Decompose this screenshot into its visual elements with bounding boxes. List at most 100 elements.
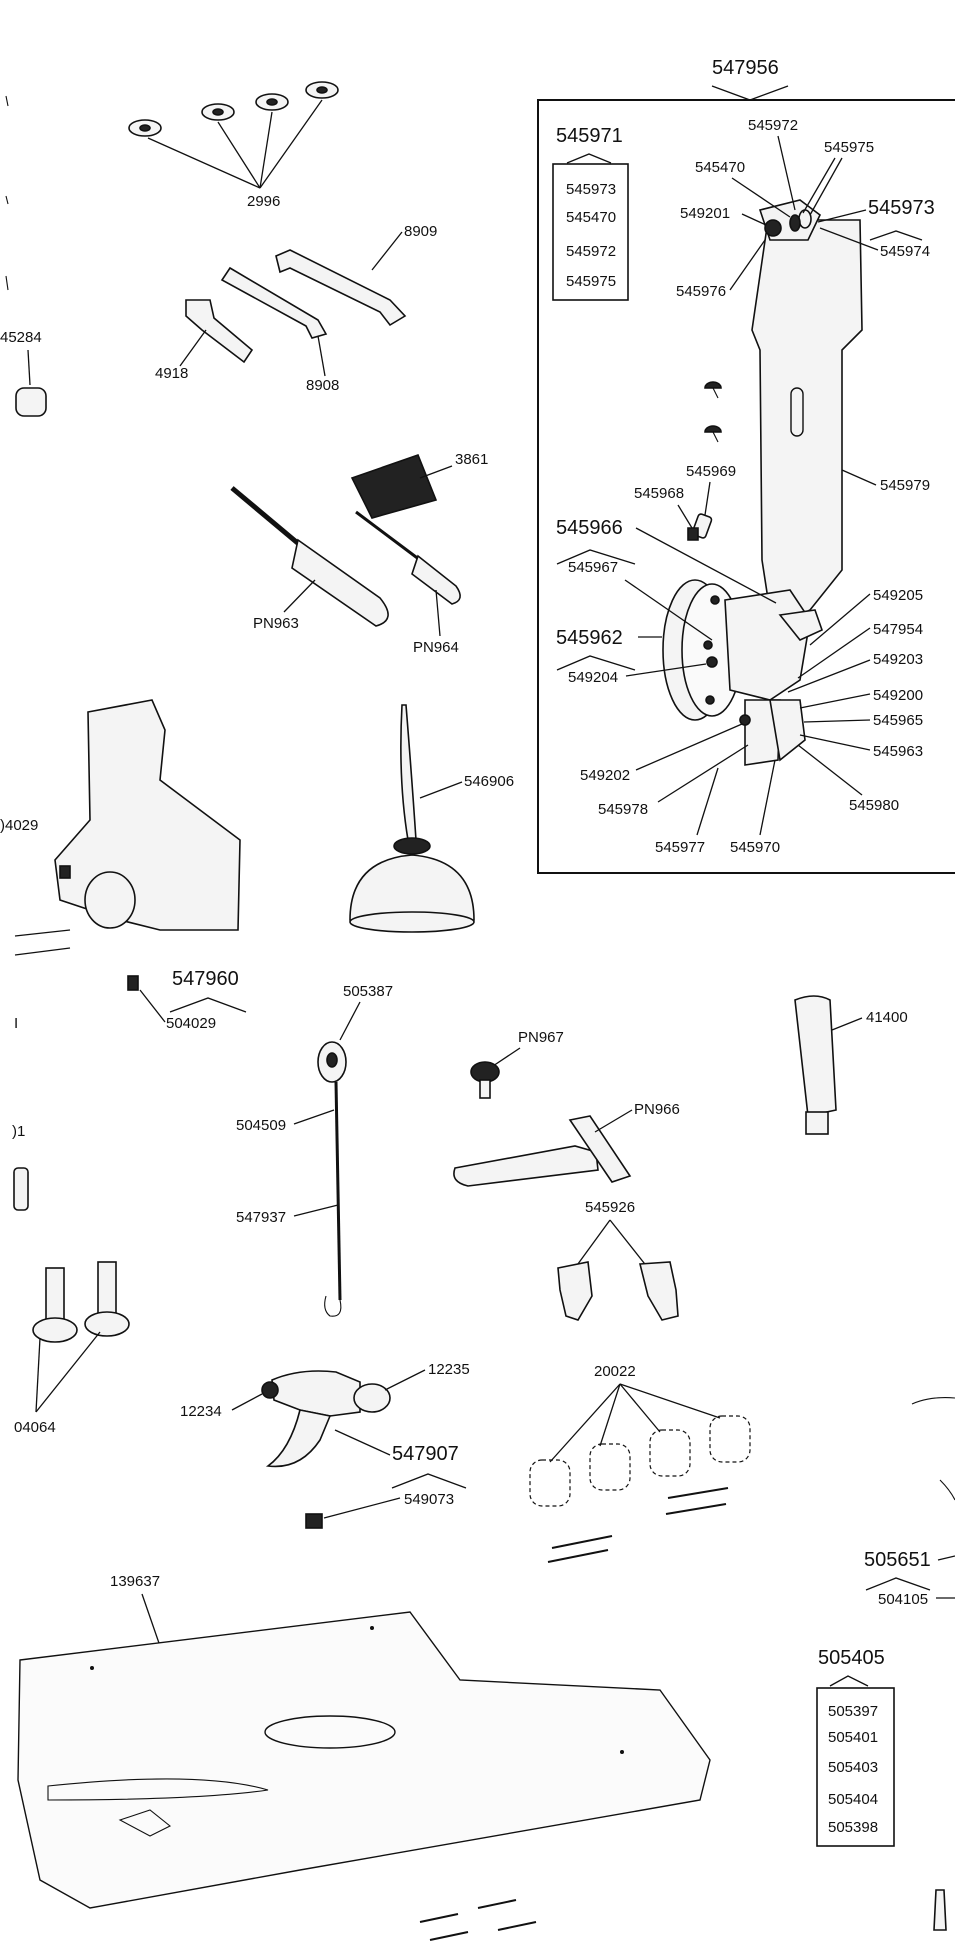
part-41400-tip [805, 1111, 829, 1135]
leader-545975-b [809, 157, 843, 216]
leader-504509 [293, 1109, 335, 1125]
leader-505387 [339, 1001, 361, 1041]
label-545973-part: 545973 [868, 197, 935, 219]
wood-screw [933, 1889, 947, 1931]
needle-2 [547, 1549, 609, 1563]
label-549204: 549204 [568, 669, 618, 686]
leader-546906 [419, 781, 463, 799]
leader-8909 [371, 231, 403, 271]
caret-505651 [865, 1577, 931, 1591]
ruffler-foot [744, 699, 781, 766]
label-04064: 04064 [14, 1419, 56, 1436]
label-545976: 545976 [676, 283, 726, 300]
kit-505405-box [816, 1687, 895, 1847]
caret-545962 [556, 655, 636, 671]
leader-pn963 [283, 579, 316, 613]
kit-545971-box [552, 163, 629, 301]
label-505397: 505397 [828, 1703, 878, 1720]
label-4918: 4918 [155, 365, 188, 382]
label-545968: 545968 [634, 485, 684, 502]
part-545926-b [638, 1261, 679, 1321]
screw-b-shank [712, 431, 719, 443]
label-547956: 547956 [712, 57, 779, 79]
part-41400-body [794, 995, 837, 1117]
bracket-pn966 [453, 1145, 599, 1187]
label-545977: 545977 [655, 839, 705, 856]
leader-2996-d [259, 99, 323, 189]
part-547907-body [271, 1370, 361, 1417]
label-04029-left: )4029 [0, 817, 38, 834]
label-20022: 20022 [594, 1363, 636, 1380]
label-505398: 505398 [828, 1819, 878, 1836]
assembly-caret [711, 85, 789, 101]
label-45284: 45284 [0, 329, 42, 346]
screw-12234 [261, 1381, 279, 1399]
leader-549202 [635, 723, 743, 771]
screws-04064: 04064 [14, 1261, 130, 1436]
screw-04064-a-head [32, 1317, 78, 1343]
label-545971: 545971 [556, 125, 623, 147]
label-549203: 549203 [873, 651, 923, 668]
bracket-pn966-arm [568, 1115, 632, 1183]
label-545979: 545979 [880, 477, 930, 494]
leader-549204 [625, 663, 707, 677]
label-547960: 547960 [172, 968, 239, 990]
leader-545926-a [574, 1219, 611, 1269]
leader-545974 [819, 227, 879, 251]
part-left-01-body [13, 1167, 29, 1211]
label-pn964: PN964 [413, 639, 459, 656]
lever-545966 [778, 609, 823, 641]
leader-549200 [799, 693, 871, 709]
label-549202: 549202 [580, 767, 630, 784]
base-plate-slot [264, 1715, 396, 1749]
leader-545969 [704, 481, 711, 516]
screwdriver-pn964-handle [411, 554, 461, 605]
rod-bottom [14, 947, 71, 956]
wrench-8909 [275, 249, 407, 327]
base-plate-hole-3 [90, 1666, 94, 1670]
hook-eye-hole [326, 1052, 338, 1068]
edge-marks [5, 95, 9, 291]
label-545962: 545962 [556, 627, 623, 649]
kit-505405: 505405 505397 505401 505403 505404 50539… [816, 1647, 947, 1931]
wrench-8908 [220, 266, 328, 339]
label-504029: 504029 [166, 1015, 216, 1032]
rod-top [14, 929, 71, 937]
bobbin-3-hole [266, 98, 278, 106]
bobbin-case-a [529, 1459, 571, 1507]
label-545967: 545967 [568, 559, 618, 576]
label-8909: 8909 [404, 223, 437, 240]
label-41400: 41400 [866, 1009, 908, 1026]
part-547907-hook [265, 1409, 332, 1468]
leader-545963 [799, 734, 871, 751]
thumbscrew-pn967 [470, 1061, 500, 1083]
ruffler-body [724, 589, 811, 701]
leader-545926-b [609, 1219, 649, 1269]
leader-12235 [384, 1369, 426, 1391]
leader-545470 [731, 177, 791, 218]
label-pn963: PN963 [253, 615, 299, 632]
edge-mark-2 [5, 195, 9, 205]
leader-549073 [323, 1497, 401, 1519]
screwdrivers: 3861 PN963 PN964 [230, 451, 488, 656]
arm-slot [790, 387, 804, 437]
label-12234: 12234 [180, 1403, 222, 1420]
screwdriver-pn964-blade [355, 510, 421, 562]
label-545963: 545963 [873, 743, 923, 760]
label-545965: 545965 [873, 712, 923, 729]
leader-8908 [317, 335, 326, 377]
screw-04064-b-head [84, 1311, 130, 1337]
part-45284-body [15, 387, 47, 417]
part-545926: 545926 [557, 1199, 679, 1321]
leader-04064-a [35, 1337, 41, 1413]
label-549200: 549200 [873, 687, 923, 704]
disc-hole-1 [710, 595, 720, 605]
screwdriver-pn963-blade [230, 486, 302, 547]
caret-505405 [829, 1675, 869, 1687]
leader-pn964 [435, 589, 441, 637]
part-505651-edge [911, 1397, 955, 1405]
wrench-4918 [185, 299, 254, 364]
bobbin-4-hole [316, 86, 328, 94]
leader-2996-b [217, 121, 261, 189]
part-45284: 45284 [0, 329, 47, 417]
